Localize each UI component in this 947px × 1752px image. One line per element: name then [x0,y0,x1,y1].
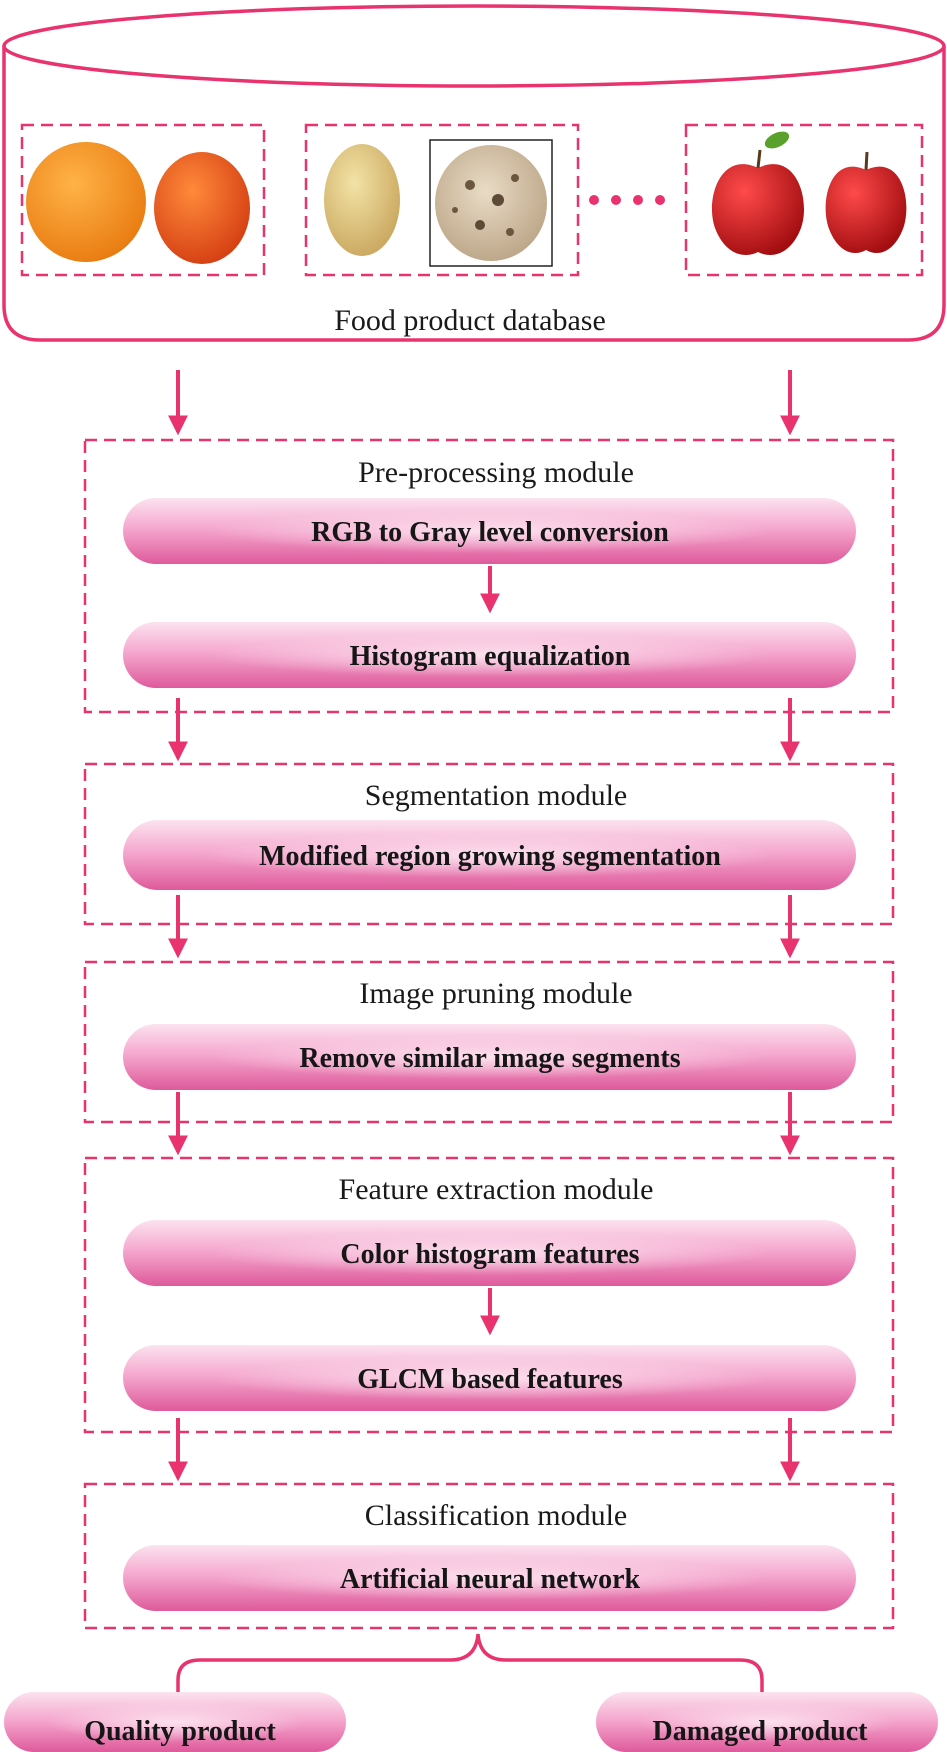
orange-icon [26,142,146,262]
output-damaged-product: Damaged product [596,1692,938,1752]
classification-module: Classification module Artificial neural … [83,1482,895,1630]
pill-ann: Artificial neural network [123,1545,856,1611]
pill-histogram-equalization: Histogram equalization [123,622,856,688]
pill-label: GLCM based features [357,1364,623,1395]
arrows-feature-to-classification [168,1418,800,1482]
pill-label: RGB to Gray level conversion [311,517,669,548]
apple-icon [825,166,907,253]
pill-label: Remove similar image segments [299,1043,680,1074]
module-title: Segmentation module [365,779,627,812]
pill-remove-similar: Remove similar image segments [123,1024,856,1090]
pill-color-histogram: Color histogram features [123,1220,856,1286]
pill-glcm: GLCM based features [123,1345,856,1411]
pill-label: Color histogram features [340,1239,639,1270]
pruning-module: Image pruning module Remove similar imag… [83,960,895,1124]
ellipsis-dots [589,195,665,205]
output-quality-product: Quality product [4,1692,346,1752]
module-title: Feature extraction module [339,1173,654,1206]
orange-group [20,123,266,277]
orange-icon [154,152,250,264]
arrows-segmentation-to-pruning [168,895,800,959]
output-brace [176,1633,764,1700]
arrows-pruning-to-feature [168,1092,800,1156]
output-label: Quality product [84,1716,276,1747]
potato-icon [324,144,400,256]
pill-label: Modified region growing segmentation [259,841,721,872]
apple-icon [711,164,805,255]
arrows-db-to-preprocessing [168,370,800,436]
module-title: Pre-processing module [358,456,634,489]
module-title: Classification module [365,1499,627,1532]
arrows-preprocessing-to-segmentation [168,698,800,762]
damaged-potato-icon [435,145,547,261]
pill-label: Histogram equalization [350,641,631,672]
output-label: Damaged product [653,1716,869,1747]
segmentation-module: Segmentation module Modified region grow… [83,762,895,926]
pill-rgb-to-gray: RGB to Gray level conversion [123,498,856,564]
preprocessing-module: Pre-processing module RGB to Gray level … [83,438,895,714]
database-label: Food product database [334,304,606,337]
module-title: Image pruning module [359,977,632,1010]
potato-group [304,123,580,277]
food-product-database [2,4,946,342]
apple-group [684,123,924,277]
feature-extraction-module: Feature extraction module Color histogra… [83,1156,895,1434]
pill-region-growing: Modified region growing segmentation [123,820,856,890]
pill-label: Artificial neural network [340,1564,641,1595]
